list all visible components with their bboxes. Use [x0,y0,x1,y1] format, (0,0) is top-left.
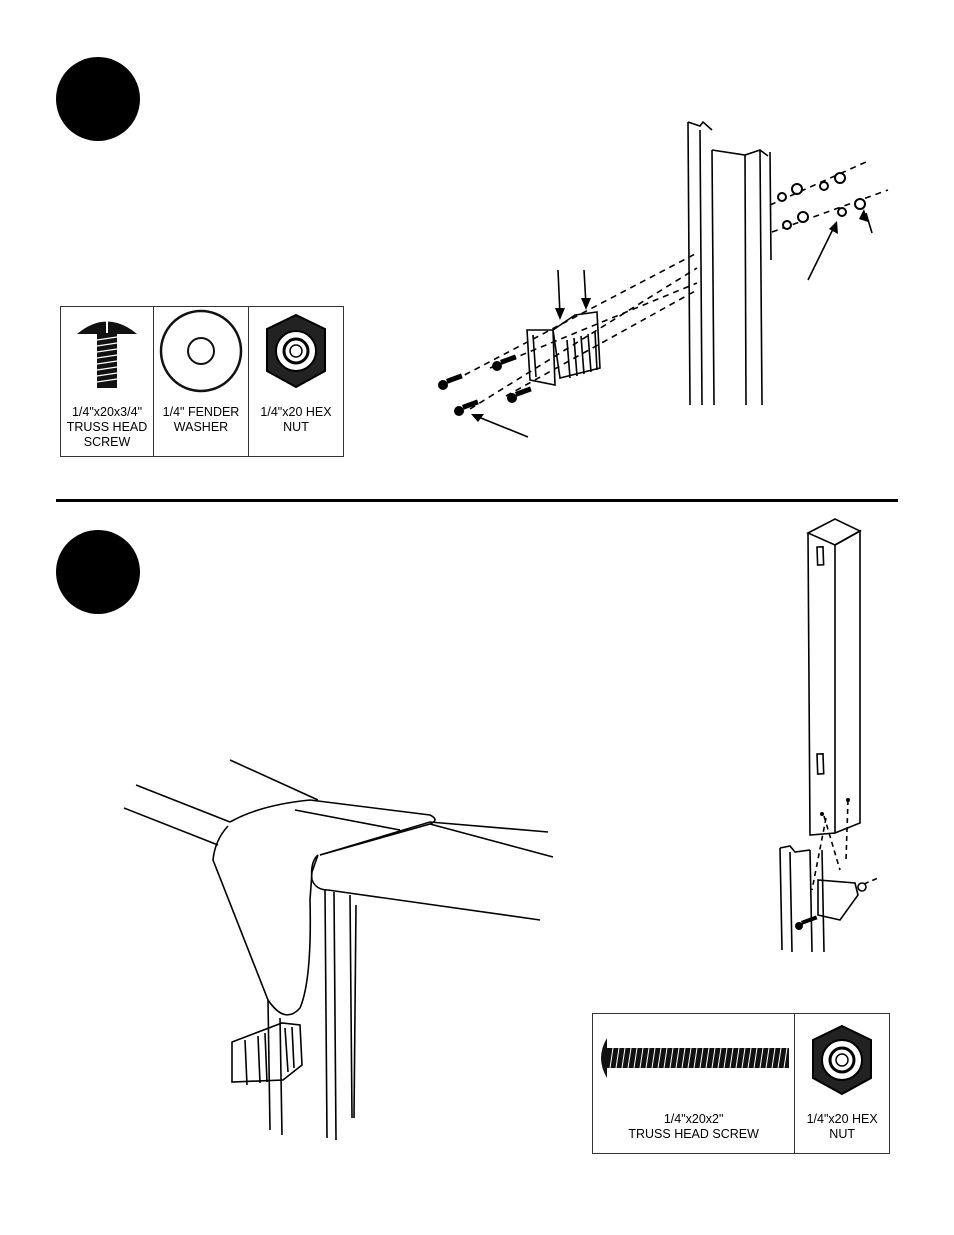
hardware-cell-washer: 1/4" FENDER WASHER [154,307,249,456]
step-2-hardware-table: 1/4"x20x2" TRUSS HEAD SCREW 1/4"x20 HEX … [592,1013,890,1154]
truss-head-screw-icon [77,307,137,388]
hex-nut-icon [249,307,343,407]
hardware-label: 1/4"x20 HEX NUT [260,405,332,434]
hardware-label: 1/4" FENDER WASHER [162,405,240,434]
hex-nut-icon [795,1014,889,1104]
section-divider [56,499,898,502]
step-1-illustration [438,0,954,500]
step-1-marker [56,57,140,141]
hardware-cell-nut: 1/4"x20 HEX NUT [795,1014,889,1153]
hardware-label: 1/4"x20x3/4" TRUSS HEAD SCREW [66,405,148,449]
hardware-cell-nut: 1/4"x20 HEX NUT [249,307,343,456]
step-2-marker [56,530,140,614]
hardware-label: 1/4"x20x2" TRUSS HEAD SCREW [628,1112,759,1141]
hardware-label: 1/4"x20 HEX NUT [806,1112,878,1141]
long-truss-head-screw-icon [601,1038,789,1078]
hardware-cell-long-screw: 1/4"x20x2" TRUSS HEAD SCREW [593,1014,796,1153]
step-1-hardware-table: 1/4"x20x3/4" TRUSS HEAD SCREW 1/4" FENDE… [60,306,344,457]
hardware-cell-screw: 1/4"x20x3/4" TRUSS HEAD SCREW [61,307,154,456]
fender-washer-icon [154,307,248,407]
